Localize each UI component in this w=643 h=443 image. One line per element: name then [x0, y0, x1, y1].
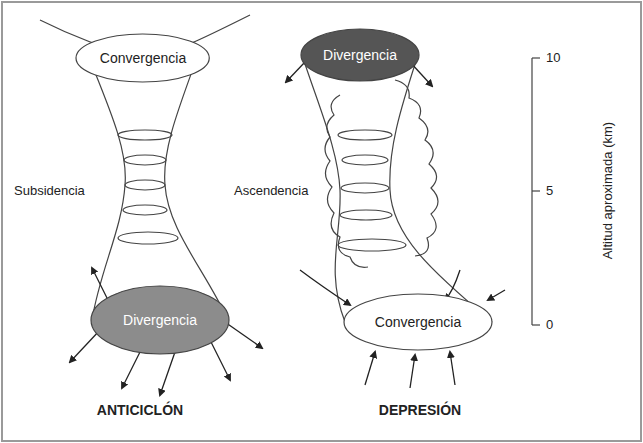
- system-title: ANTICICLÓN: [97, 402, 183, 418]
- axis-number: 5: [546, 183, 553, 198]
- axis-number: 10: [546, 50, 560, 65]
- region-label: Convergencia: [375, 314, 461, 330]
- divergence-ellipse: Divergencia: [90, 285, 230, 355]
- convergence-ellipse: Convergencia: [343, 293, 493, 351]
- system-title: DEPRESIÓN: [379, 402, 461, 418]
- divergence-ellipse: Divergencia: [300, 28, 420, 82]
- process-label: Subsidencia: [14, 183, 85, 198]
- convergence-ellipse: Convergencia: [75, 33, 210, 83]
- axis-number: 0: [546, 317, 553, 332]
- region-label: Divergencia: [323, 47, 397, 63]
- region-label: Divergencia: [123, 312, 197, 328]
- region-label: Convergencia: [100, 50, 186, 66]
- process-label: Ascendencia: [234, 183, 308, 198]
- axis-title: Altitud aproximada (km): [601, 121, 616, 258]
